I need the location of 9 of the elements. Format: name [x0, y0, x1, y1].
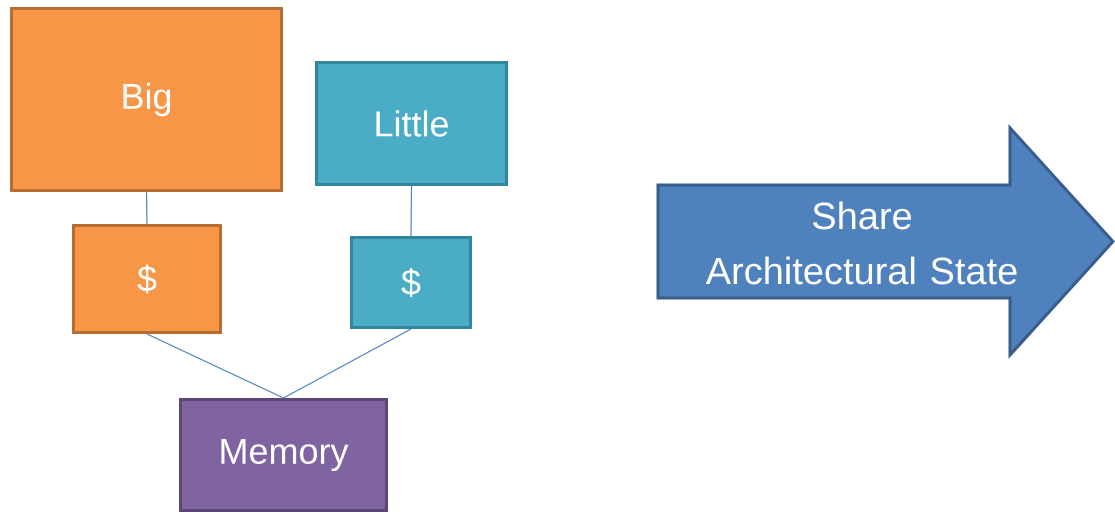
memory-box: Memory	[179, 398, 388, 512]
connector-line	[282, 328, 412, 399]
cache-box: $	[72, 224, 222, 334]
connector-line	[410, 185, 413, 237]
connector-line	[145, 191, 148, 225]
process-box: Big	[10, 7, 283, 192]
connector-line	[146, 333, 285, 399]
cache-box: $	[350, 236, 472, 329]
process-box: Little	[315, 61, 508, 186]
